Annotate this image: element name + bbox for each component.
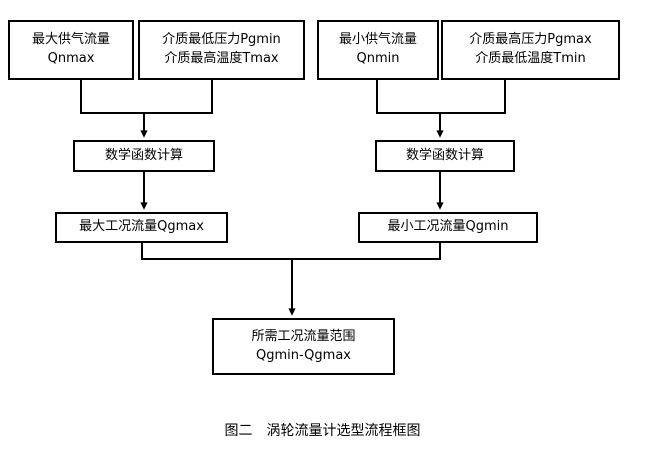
node-max-working-flow: 最大工况流量Qgmax [55,212,228,243]
right-merge-connector [376,80,506,138]
node-math-function-left-label: 数学函数计算 [104,147,183,163]
node-min-supply-flow-line1: 最小供气流量 [338,32,417,48]
bottom-merge-connector [141,243,441,316]
node-medium-min-pressure-max-temp: 介质最低压力Pgmin 介质最高温度Tmax [138,20,305,80]
node-min-supply-flow: 最小供气流量 Qnmin [317,20,439,80]
node-medium-min-pressure-line1: 介质最低压力Pgmin [162,32,281,48]
node-required-flow-range-line2: Qgmin-Qgmax [256,347,351,363]
node-math-function-right: 数学函数计算 [375,140,515,172]
node-math-function-right-label: 数学函数计算 [405,147,484,163]
node-required-flow-range: 所需工况流量范围 Qgmin-Qgmax [212,318,395,375]
node-medium-max-pressure-line1: 介质最高压力Pgmax [469,32,592,48]
node-math-function-left: 数学函数计算 [73,140,215,172]
node-max-supply-flow-line1: 最大供气流量 [31,32,110,48]
node-max-supply-flow: 最大供气流量 Qnmax [8,20,134,80]
node-min-supply-flow-line2: Qnmin [356,51,400,66]
node-medium-max-temp-line2: 介质最高温度Tmax [164,51,279,66]
figure-caption-title: 涡轮流量计选型流程框图 [266,423,421,439]
node-min-working-flow: 最小工况流量Qgmin [358,212,538,243]
node-max-working-flow-label: 最大工况流量Qgmax [79,219,204,235]
node-required-flow-range-line1: 所需工况流量范围 [251,328,356,344]
node-max-supply-flow-line2: Qnmax [47,51,95,66]
node-min-working-flow-label: 最小工况流量Qgmin [387,219,509,235]
node-medium-min-temp-line2: 介质最低温度Tmin [475,51,586,66]
node-medium-max-pressure-min-temp: 介质最高压力Pgmax 介质最低温度Tmin [441,20,620,80]
figure-caption-label: 图二 [224,423,253,439]
left-merge-connector [80,80,213,138]
figure-caption: 图二涡轮流量计选型流程框图 [0,420,645,440]
